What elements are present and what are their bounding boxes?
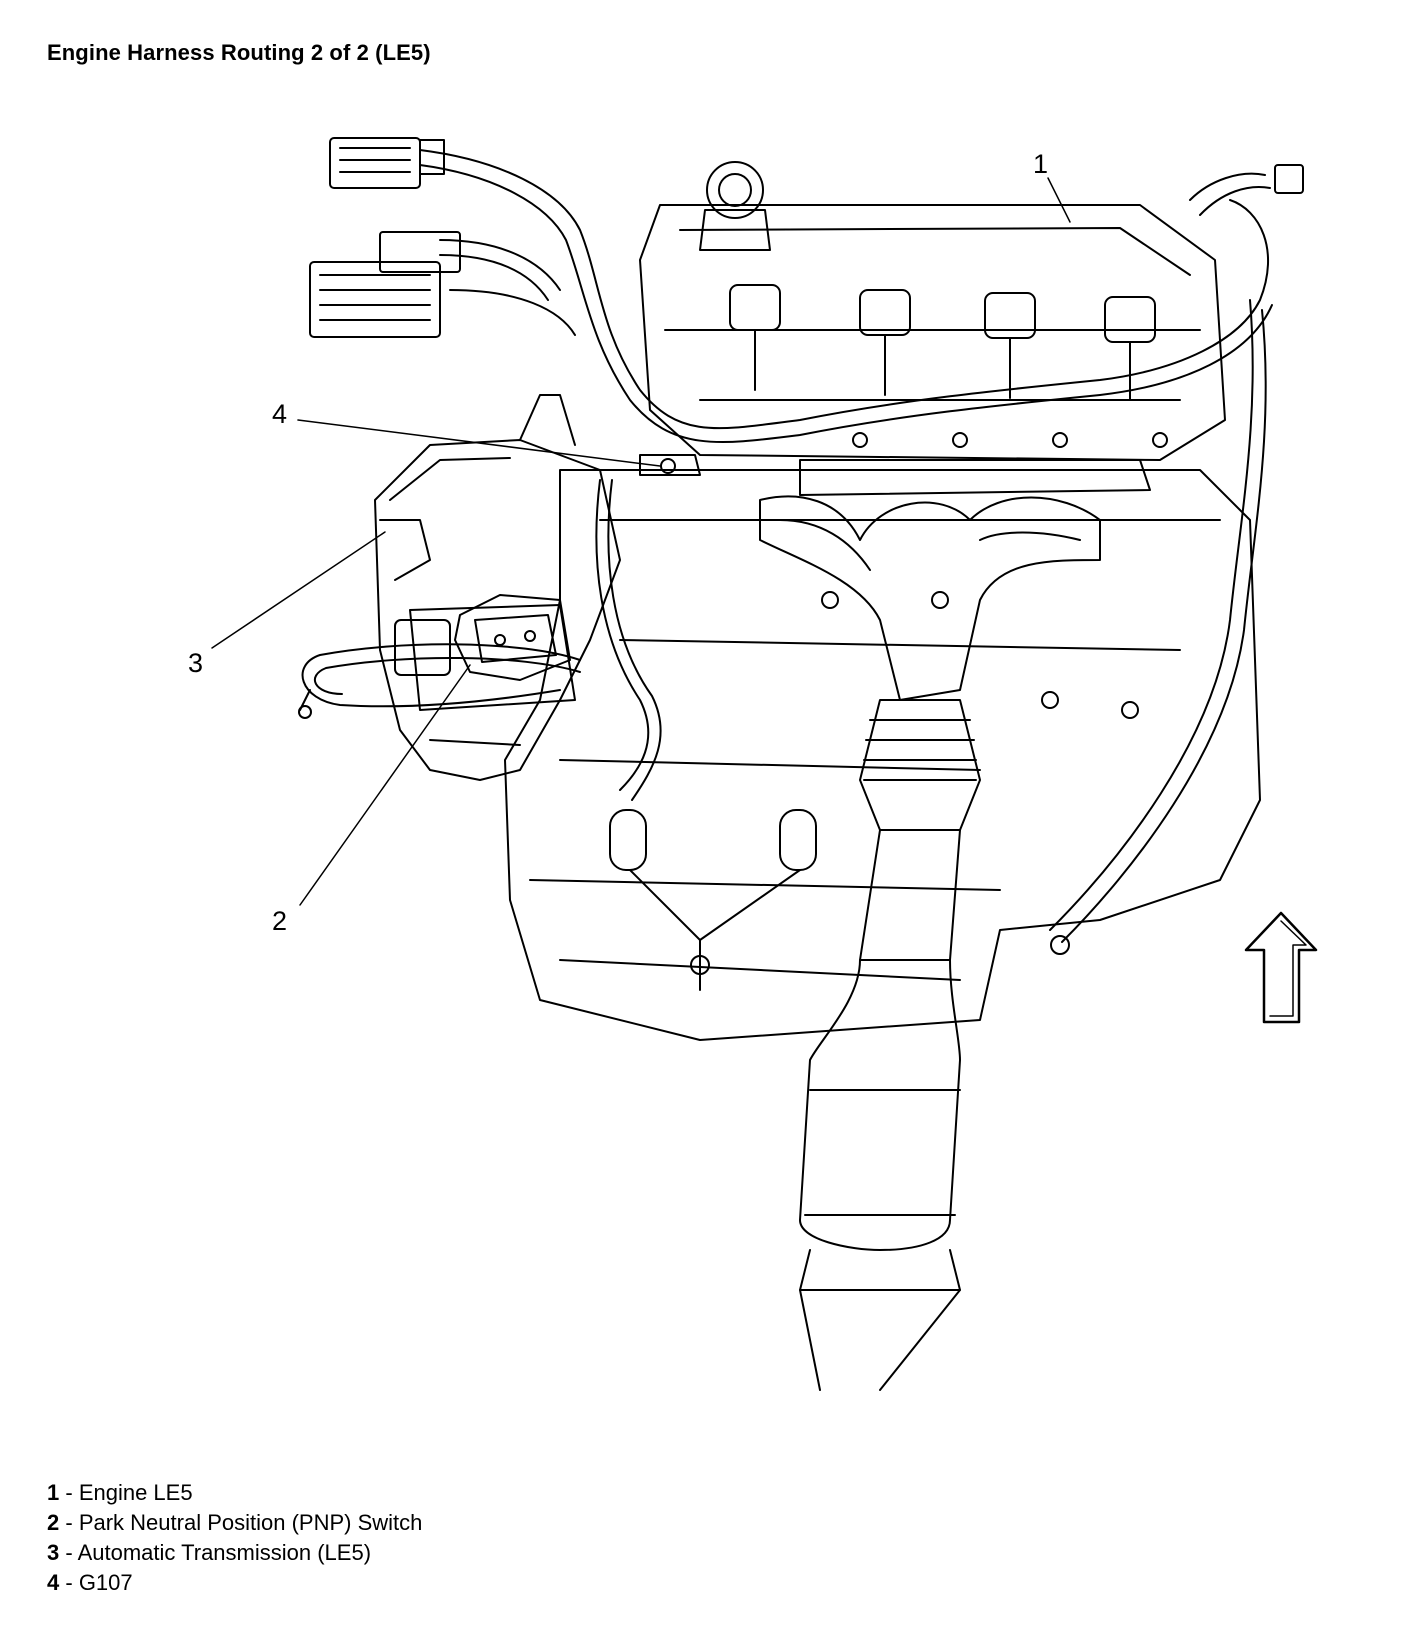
- legend-separator: -: [59, 1540, 78, 1565]
- callout-number-1: 1: [1033, 149, 1048, 179]
- leader-line-4: [297, 419, 661, 467]
- harness-connectors: [309, 137, 1304, 338]
- callout-number-2: 2: [272, 906, 287, 936]
- exhaust-manifold: [759, 459, 1151, 701]
- leader-line-3: [211, 531, 386, 649]
- legend-separator: -: [59, 1480, 79, 1505]
- legend-separator: -: [59, 1570, 79, 1595]
- legend-item: 4 - G107: [47, 1568, 422, 1598]
- legend-item: 2 - Park Neutral Position (PNP) Switch: [47, 1508, 422, 1538]
- legend-label: Automatic Transmission (LE5): [77, 1540, 372, 1565]
- arrow-up-icon: [1244, 911, 1318, 1024]
- legend-number: 2: [47, 1510, 60, 1535]
- leader-line-1: [1047, 177, 1071, 223]
- callout-number-4: 4: [272, 399, 287, 429]
- engine-block: [504, 161, 1261, 1041]
- legend-number: 3: [47, 1540, 60, 1565]
- legend-item: 1 - Engine LE5: [47, 1478, 422, 1508]
- transmission-housing: [374, 394, 621, 781]
- g107-ground: [639, 454, 701, 476]
- legend-separator: -: [59, 1510, 79, 1535]
- legend-label: G107: [78, 1570, 133, 1595]
- callout-legend: 1 - Engine LE5 2 - Park Neutral Position…: [47, 1478, 422, 1598]
- legend-number: 1: [47, 1480, 60, 1505]
- legend-label: Engine LE5: [78, 1480, 193, 1505]
- leader-line-2: [299, 664, 471, 906]
- wiring-harness: [298, 149, 1273, 955]
- callout-leaders: [211, 177, 1071, 906]
- legend-label: Park Neutral Position (PNP) Switch: [78, 1510, 423, 1535]
- pnp-switch: [394, 594, 571, 681]
- legend-item: 3 - Automatic Transmission (LE5): [47, 1538, 422, 1568]
- page-title: Engine Harness Routing 2 of 2 (LE5): [47, 40, 431, 65]
- catalytic-converter: [799, 699, 981, 1391]
- legend-number: 4: [47, 1570, 60, 1595]
- callout-number-3: 3: [188, 648, 203, 678]
